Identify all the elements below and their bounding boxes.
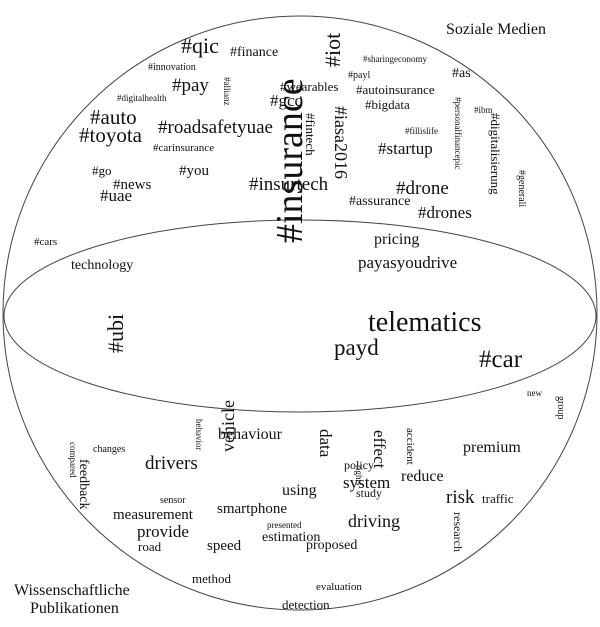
word-social-uae: #uae xyxy=(100,186,132,205)
word-science-risk: risk xyxy=(446,487,475,508)
word-overlap-technology: technology xyxy=(71,258,133,273)
word-science-method: method xyxy=(192,571,231,586)
word-science-data: data xyxy=(316,429,335,458)
word-science-rights: rights xyxy=(354,465,364,486)
word-science-traffic: traffic xyxy=(482,491,514,506)
word-overlap-payasyoudrive: payasyoudrive xyxy=(358,253,457,272)
word-social-innovation: #innovation xyxy=(148,62,196,73)
word-science-using: using xyxy=(282,482,317,499)
word-science-proposed: proposed xyxy=(306,538,357,553)
word-social-cars: #cars xyxy=(34,236,57,248)
word-social-iasa2016: #iasa2016 xyxy=(331,106,351,179)
word-science-driving: driving xyxy=(348,511,400,531)
word-science-effect: effect xyxy=(370,430,389,469)
word-science-detection: detection xyxy=(282,597,330,612)
word-overlap-car: #car xyxy=(479,346,523,373)
word-social-auto: #auto xyxy=(90,105,137,129)
label-social-media: Soziale Medien xyxy=(446,21,546,38)
word-social-personalfinancepic: #personalfinancepic xyxy=(453,97,463,169)
word-social-bigdata: #bigdata xyxy=(365,97,410,112)
word-science-accident: accident xyxy=(404,428,416,465)
word-overlap-payd: payd xyxy=(334,335,379,360)
word-social-pay: #pay xyxy=(172,75,209,96)
social-media-words: #qic #finance #iot #sharingeconomy #innovati… xyxy=(34,33,527,248)
word-science-behavior: behavior xyxy=(194,419,204,451)
word-social-ibm: #ibm xyxy=(474,105,493,115)
word-social-assurance: #assurance xyxy=(349,194,410,209)
word-social-allianz: #allianz xyxy=(222,77,232,106)
word-social-digitalhealth: #digitalhealth xyxy=(117,93,167,103)
word-overlap-telematics: telematics xyxy=(368,307,482,338)
overlap-ellipse xyxy=(3,219,597,413)
word-science-research: research xyxy=(451,512,465,552)
word-science-premium: premium xyxy=(463,439,521,456)
word-social-payl: #payl xyxy=(348,70,370,81)
word-science-road: road xyxy=(138,539,162,554)
word-science-system: system xyxy=(343,473,390,492)
word-science-reduce: reduce xyxy=(401,468,444,485)
word-science-speed: speed xyxy=(207,538,242,554)
word-science-behaviour: behaviour xyxy=(218,426,283,443)
word-science-smartphone: smartphone xyxy=(217,501,287,517)
sphere-outline xyxy=(2,15,598,611)
word-social-startup: #startup xyxy=(378,139,433,158)
label-scientific-publications-2: Publikationen xyxy=(30,600,119,617)
word-science-new: new xyxy=(527,388,542,398)
word-social-wearables: #wearables xyxy=(280,79,338,94)
word-science-vehicle: vehicle xyxy=(218,400,238,452)
word-science-feedback: feedback xyxy=(76,459,91,510)
word-science-study: study xyxy=(356,486,382,500)
word-science-evaluation: evaluation xyxy=(316,581,362,593)
word-science-changes: changes xyxy=(93,444,125,455)
word-science-estimation: estimation xyxy=(262,530,320,545)
word-social-fintech: #fintech xyxy=(303,113,318,156)
word-social-insurtech: #insurtech xyxy=(249,174,329,195)
word-social-iot: #iot xyxy=(320,33,345,67)
word-science-group: group xyxy=(555,396,566,419)
word-science-presented: presented xyxy=(267,520,302,530)
word-social-drones: #drones xyxy=(418,203,472,222)
science-words: new group behavior compared changes behaviour… xyxy=(68,388,566,612)
word-social-news: #news xyxy=(113,177,151,193)
overlap-words: pricing technology payasyoudrive #insurance… xyxy=(71,78,523,373)
word-overlap-pricing: pricing xyxy=(374,231,419,248)
word-social-finance: #finance xyxy=(230,45,278,60)
word-social-digitalisierung: #digitalisierung xyxy=(488,113,503,195)
word-social-carinsurance: #carinsurance xyxy=(153,142,214,154)
word-social-gcc: #gcc xyxy=(270,91,303,110)
word-social-fillislife: #fillislife xyxy=(405,126,438,136)
word-science-policy: policy xyxy=(344,458,374,472)
word-social-sharingeconomy: #sharingeconomy xyxy=(363,54,427,64)
word-social-drone: #drone xyxy=(396,178,449,199)
label-scientific-publications-1: Wissenschaftliche xyxy=(14,582,130,599)
word-science-provide: provide xyxy=(137,522,189,541)
word-overlap-insurance: #insurance xyxy=(269,78,311,243)
word-social-as: #as xyxy=(452,66,471,81)
word-social-go: #go xyxy=(92,163,112,178)
word-science-drivers: drivers xyxy=(145,453,198,474)
word-overlap-ubi: #ubi xyxy=(103,314,128,353)
word-social-autoinsurance: #autoinsurance xyxy=(356,82,435,97)
word-social-you: #you xyxy=(179,163,210,179)
word-social-toyota: #toyota xyxy=(79,123,143,147)
word-science-sensor: sensor xyxy=(160,495,186,506)
word-social-qic: #qic xyxy=(181,33,219,58)
word-social-generali: #generali xyxy=(516,170,527,207)
word-science-measurement: measurement xyxy=(113,507,194,523)
word-science-compared: compared xyxy=(68,442,78,478)
word-social-roadsafetyuae: #roadsafetyuae xyxy=(158,117,273,138)
